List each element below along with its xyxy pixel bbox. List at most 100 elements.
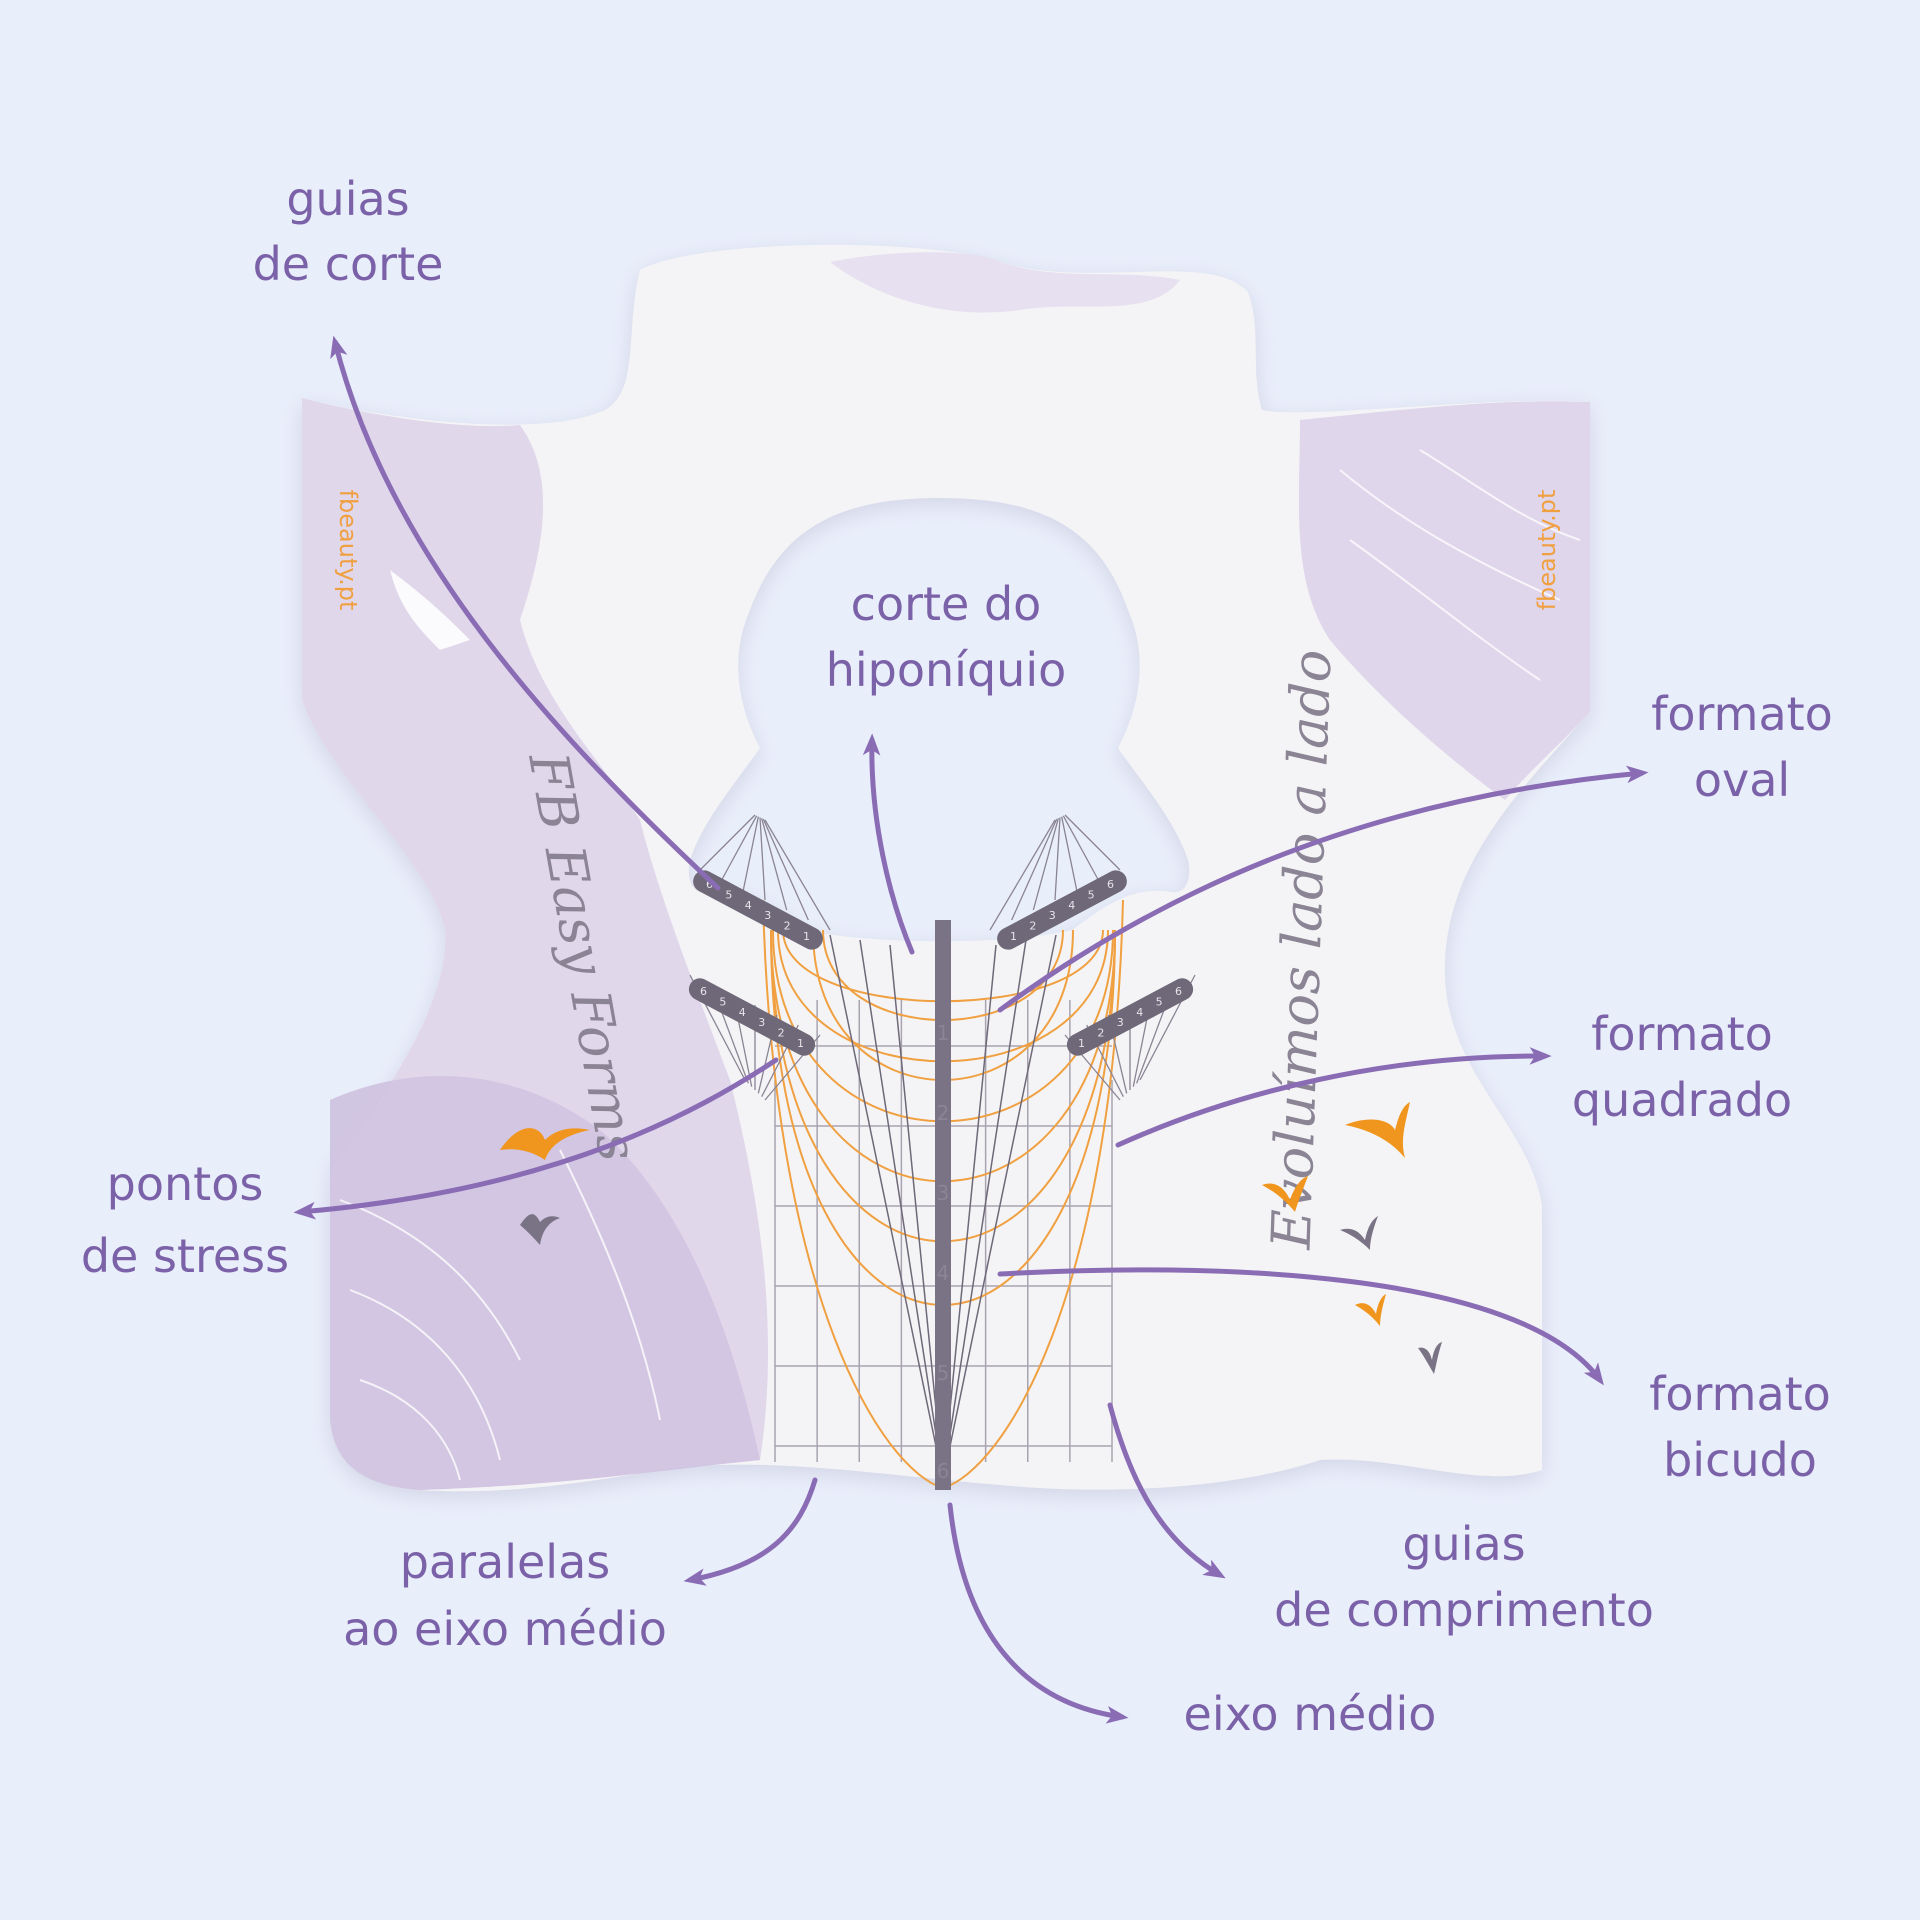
pointed-guide-line [942,934,1057,1481]
annotation-arrows [293,335,1649,1724]
cut-guide-number: 1 [803,930,810,943]
cut-guide-number: 5 [1156,996,1163,1009]
cut-guide-line [1064,814,1121,871]
arrow-guias-comprimento [1107,1402,1226,1579]
arrow-formato-oval [997,765,1649,1013]
arrow-guias-corte [330,335,721,891]
cut-guide-line [989,819,1056,931]
arrow-paralelas [683,1477,818,1586]
cut-bar-right-lower [1066,978,1194,1056]
arrow-formato-bicudo [997,1267,1604,1386]
marble-texture [302,252,1590,1490]
cut-guide-line [1062,815,1099,881]
label-formato-bicudo-1: formato [1649,1367,1831,1421]
cut-guide-line [761,818,788,911]
cut-guide-number: 2 [1097,1026,1104,1039]
axis-bar [935,920,951,1490]
cut-guide-line [1011,818,1058,921]
cut-guide-line [1032,818,1059,911]
axis-number: 6 [937,1459,950,1483]
cut-bar-right-upper [997,870,1127,950]
cut-guide-number: 4 [745,899,752,912]
cut-guide-number: 5 [725,889,732,902]
cut-guide-line [764,819,831,931]
cut-guide-line [742,816,759,891]
cut-guide-line [721,815,758,881]
arrow-eixo-medio [947,1502,1129,1724]
brand-right: fbeauty.pt [1533,490,1561,611]
axis-number: 1 [937,1021,950,1045]
pointed-guide-line [942,939,1027,1481]
pointed-guide-line [859,939,944,1481]
cut-guide-number: 2 [784,919,791,932]
cut-guide-number: 3 [764,909,771,922]
cut-guide-number: 3 [1117,1016,1124,1029]
cut-guide-number: 2 [1029,919,1036,932]
pointed-guide-line [942,944,997,1481]
bird-orange-icon [1355,1294,1386,1326]
cut-guide-line [1054,817,1061,901]
cut-bar-left-lower [688,978,816,1056]
marble-right [1298,401,1590,800]
label-formato-quadrado-2: quadrado [1572,1073,1792,1127]
label-corte-hiponiquio-1: corte do [851,577,1042,631]
pointed-guides [829,934,1057,1481]
label-eixo-medio: eixo médio [1184,1687,1437,1741]
cut-guide-number: 1 [1078,1037,1085,1050]
cut-guide-number: 3 [1049,909,1056,922]
birds [500,1102,1442,1374]
bird-orange-icon [1262,1176,1308,1212]
cut-guide-number: 5 [719,996,726,1009]
labels: guias de corte corte do hiponíquio forma… [81,172,1833,1741]
label-guias-corte-2: de corte [253,237,444,291]
cut-guide-line [762,818,809,921]
arrow-corte-hiponiquio [862,733,915,955]
axis-number: 2 [937,1101,950,1125]
label-paralelas-2: ao eixo médio [343,1602,667,1656]
pointed-guide-line [889,944,944,1481]
central-axis: 1 2 3 4 5 6 [935,920,951,1490]
cut-guide-line [1061,816,1078,891]
bird-gray-icon [1418,1342,1442,1374]
cut-guide-number: 5 [1088,889,1095,902]
cut-guide-number: 6 [700,985,707,998]
label-paralelas-1: paralelas [400,1535,611,1589]
label-formato-oval-2: oval [1694,753,1790,807]
shape-guide-curve [762,899,944,1489]
cut-guide-number: 6 [1175,985,1182,998]
label-pontos-stress-1: pontos [107,1157,264,1211]
bird-gray-icon [520,1214,560,1245]
label-guias-comprimento-2: de comprimento [1274,1583,1654,1637]
label-formato-oval-1: formato [1651,687,1833,741]
arrow-formato-quadrado [1115,1047,1552,1148]
label-corte-hiponiquio-2: hiponíquio [826,643,1067,697]
pointed-guide-line [829,934,944,1481]
cut-guide-line [759,817,766,901]
bird-gray-icon [1340,1216,1378,1250]
label-guias-comprimento-1: guias [1402,1517,1525,1571]
cut-guide-number: 4 [1068,899,1075,912]
cut-guide-number: 6 [706,878,713,891]
axis-number: 4 [937,1261,950,1285]
cut-guide-number: 6 [1107,878,1114,891]
label-formato-quadrado-1: formato [1591,1007,1773,1061]
arrow-pontos-stress [293,1057,779,1220]
cut-guide-number: 4 [739,1006,746,1019]
label-pontos-stress-2: de stress [81,1229,289,1283]
axis-number: 5 [937,1361,950,1385]
cut-guide-number: 1 [797,1037,804,1050]
label-guias-corte-1: guias [286,172,409,226]
marble-top [830,252,1180,313]
bird-orange-icon [1345,1102,1410,1158]
cut-guide-number: 3 [758,1016,765,1029]
brand-left: fbeauty.pt [334,490,362,611]
axis-number: 3 [937,1181,950,1205]
cut-guide-number: 4 [1136,1006,1143,1019]
cut-guide-line [699,814,756,871]
cut-bar-left-upper [693,870,823,950]
nail-form [302,244,1590,1492]
cut-guide-number: 2 [778,1026,785,1039]
